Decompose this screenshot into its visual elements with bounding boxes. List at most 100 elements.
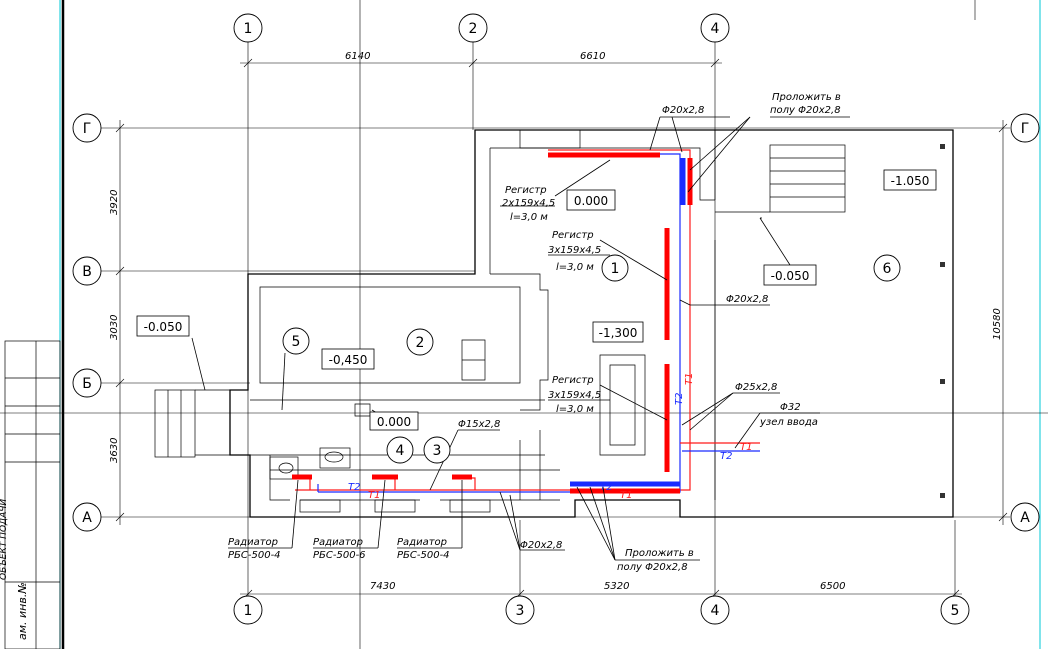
t2-label-right: T2 [674,393,685,405]
dim-right: 10580 [992,308,1003,340]
dim-bottom-1: 7430 [370,581,395,592]
register-callout-1: Регистр 2x159x4,5 l=3,0 м [502,185,555,223]
pipe-label-bottom-left: Φ20x2,8 [520,540,562,551]
axis-bubble-bottom-1: 1 [233,595,263,625]
room-6: 6 [873,254,901,282]
pipe-label-top: Φ20x2,8 [662,105,704,116]
t1-label-bottom: T1 [368,490,380,501]
inlet-node-label: узел ввода [759,417,818,428]
radiator-callout-1: Радиатор РБС-500-4 [228,537,281,561]
svg-text:-0,450: -0,450 [329,353,368,367]
svg-text:РБС-500-6: РБС-500-6 [313,550,366,561]
room-4: 4 [386,436,414,464]
svg-text:Радиатор: Радиатор [397,537,447,548]
level-corridor: 0.000 [369,411,419,431]
side-text: ОБЪЕКТ ПОДАЧИ [0,499,9,580]
svg-text:1: 1 [244,603,253,619]
leader-lines [191,116,850,561]
svg-text:3x159x4,5: 3x159x4,5 [548,245,601,256]
dim-bottom-3: 6500 [820,581,845,592]
svg-text:1: 1 [611,261,620,277]
pipe-label-inlet-phi: Φ32 [780,402,801,413]
svg-text:Г: Г [1021,121,1030,137]
dim-left-3: 3630 [109,438,120,463]
axis-bubble-bottom-3: 3 [505,595,535,625]
t1-label-right: T1 [684,373,695,385]
axis-bubble-right-A: А [1010,502,1040,532]
svg-text:l=3,0 м: l=3,0 м [556,262,594,273]
svg-text:l=3,0 м: l=3,0 м [556,404,594,415]
svg-text:3x159x4,5: 3x159x4,5 [548,390,601,401]
svg-text:-1,300: -1,300 [599,326,638,340]
inv-label: ам. инв.№ [16,582,29,640]
dim-bottom-2: 5320 [604,581,629,592]
svg-text:Г: Г [83,121,92,137]
dim-top-1: 6140 [345,51,370,62]
svg-text:Радиатор: Радиатор [228,537,278,548]
axis-bubble-left-G: Г [72,113,102,143]
svg-text:А: А [82,510,92,526]
level-pit: -1,300 [592,321,644,343]
lay-floor-bottom-line1: Проложить в [625,548,694,559]
svg-text:5: 5 [292,334,301,350]
level-entrance: -0.050 [136,315,190,337]
svg-text:3: 3 [516,603,525,619]
svg-text:А: А [1020,510,1030,526]
radiator-callout-3: Радиатор РБС-500-4 [397,537,450,561]
dimension-lines [115,58,1008,599]
building-walls [229,129,954,518]
svg-text:3: 3 [433,443,442,459]
sanitary-fixtures [269,447,351,480]
svg-text:5: 5 [951,603,960,619]
stairs-right [715,144,846,213]
svg-text:4: 4 [711,21,720,37]
radiators [292,474,491,513]
level-stairs: -0.050 [763,264,817,286]
dim-left-2: 3030 [109,315,120,340]
svg-text:Регистр: Регистр [505,185,547,196]
svg-text:4: 4 [711,603,720,619]
axis-bubble-left-B: Б [72,368,102,398]
svg-text:Регистр: Регистр [552,375,594,386]
axis-bubble-left-V: В [72,256,102,286]
svg-text:2: 2 [469,21,478,37]
svg-text:6: 6 [883,261,892,277]
svg-text:2x159x4,5: 2x159x4,5 [502,198,555,209]
svg-text:Радиатор: Радиатор [313,537,363,548]
svg-text:l=3,0 м: l=3,0 м [510,212,548,223]
svg-text:Б: Б [82,376,92,392]
register-callout-2: Регистр 3x159x4,5 l=3,0 м [548,230,601,273]
title-block: ам. инв.№ ОБЪЕКТ ПОДАЧИ [0,0,65,649]
svg-text:4: 4 [396,443,405,459]
t1-label-bottom-right: T1 [620,490,632,501]
axis-bubble-bottom-5: 5 [940,595,970,625]
register-callout-3: Регистр 3x159x4,5 l=3,0 м [548,375,601,415]
room-5: 5 [282,327,310,355]
axis-bubble-top-4: 4 [700,13,730,43]
svg-text:-1.050: -1.050 [891,174,930,188]
axis-bubble-top-1: 1 [233,13,263,43]
level-room6: -1.050 [883,169,937,191]
dim-left-1: 3920 [109,190,120,215]
t2-label-inlet: T2 [720,451,732,462]
room-2: 2 [406,328,434,356]
t2-label-bottom-right: T2 [600,482,612,493]
axis-bubble-bottom-4: 4 [700,595,730,625]
svg-text:2: 2 [416,335,425,351]
svg-text:0.000: 0.000 [377,415,411,429]
radiator-callout-2: Радиатор РБС-500-6 [313,537,366,561]
t2-label-bottom: T2 [348,482,360,493]
pipe-label-right: Φ20x2,8 [726,294,768,305]
svg-text:-0.050: -0.050 [144,320,183,334]
pipe-label-bottom: Φ15x2,8 [458,419,500,430]
dim-top-2: 6610 [580,51,605,62]
pipe-label-inlet-size: Φ25x2,8 [735,382,777,393]
lay-floor-top-line2: полу Φ20x2,8 [770,105,841,116]
svg-text:-0.050: -0.050 [771,269,810,283]
room-1: 1 [601,254,629,282]
level-room2: -0,450 [321,348,375,370]
room-3: 3 [423,436,451,464]
lay-floor-bottom-line2: полу Φ20x2,8 [617,562,688,573]
column-markers [940,144,945,498]
